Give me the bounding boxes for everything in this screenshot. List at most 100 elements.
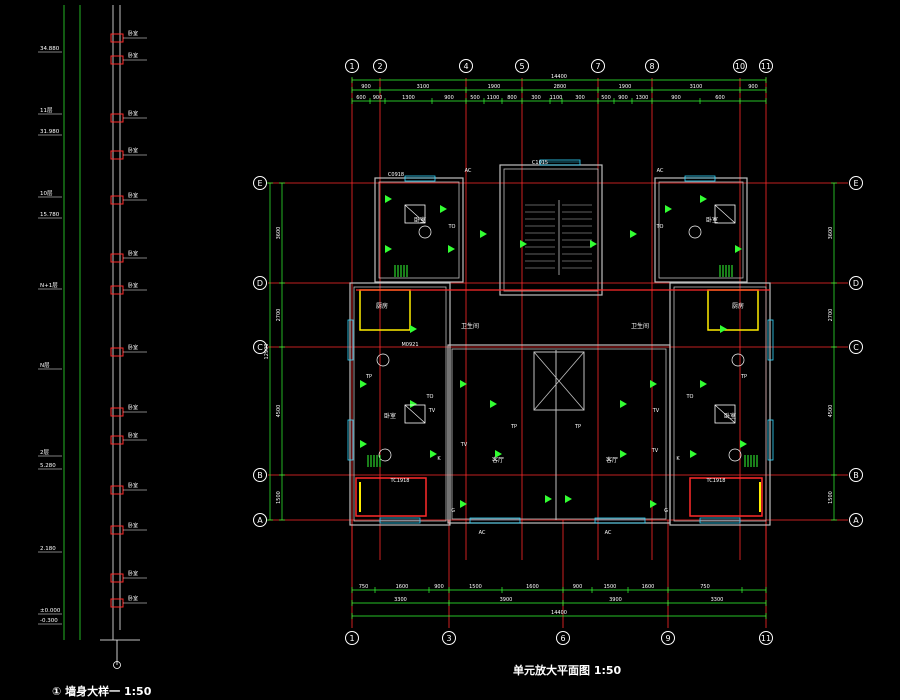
mark-g: G	[451, 508, 455, 514]
dim-bottom-row1-text: 1500	[604, 584, 617, 590]
socket-icon	[360, 440, 367, 448]
axis-bubble-bottom-3-circle	[442, 631, 456, 645]
socket-icon	[440, 205, 447, 213]
dim-left-row-text: 3600	[276, 227, 282, 240]
detail-room-label: 卧室	[128, 52, 138, 59]
mark-to: TO	[656, 224, 664, 230]
socket-icon	[630, 230, 637, 238]
dim-top-row2-text: 2800	[554, 84, 567, 90]
detail-room-label: 卧室	[128, 595, 138, 602]
socket-icon	[650, 500, 657, 508]
mark-m0921: M0921	[401, 342, 418, 348]
dim-top-row3-text: 900	[444, 95, 454, 101]
axis-bubble-right-A: A	[853, 516, 859, 525]
detail-room-label: 卧室	[128, 482, 138, 489]
axis-bubble-right-A-circle	[849, 513, 863, 527]
axis-bubble-right-E: E	[853, 179, 858, 188]
mark-tv: TV	[460, 442, 468, 448]
socket-icon	[410, 400, 417, 408]
socket-icon	[740, 440, 747, 448]
detail-room-label: 卧室	[128, 250, 138, 257]
dim-top-row3-text: 900	[618, 95, 628, 101]
socket-icon	[720, 325, 727, 333]
balcony-frame-left	[355, 477, 427, 517]
detail-name: 墙身大样一 1:50	[65, 685, 152, 698]
dim-bottom-row1-text: 1600	[396, 584, 409, 590]
socket-icon	[520, 240, 527, 248]
detail-level-text: 11层	[40, 107, 53, 114]
axis-bubble-bottom-9: 9	[665, 634, 670, 643]
dim-top-row2-text: 900	[361, 84, 371, 90]
dim-right-row-text: 3600	[828, 227, 834, 240]
window-v	[347, 419, 354, 461]
window-v	[767, 319, 774, 361]
dim-top-row2-text: 3100	[690, 84, 703, 90]
axis-bubble-top-1: 1	[349, 62, 354, 71]
detail-level-text: 2.180	[40, 546, 56, 552]
axis-bubble-top-2: 2	[377, 62, 382, 71]
dim-right-row-text: 2700	[828, 309, 834, 322]
bed-diag	[404, 204, 426, 224]
mark-tc1918: TC1918	[706, 478, 726, 484]
axis-bubble-top-5: 5	[519, 62, 524, 71]
dim-top-row3-text: 300	[575, 95, 585, 101]
wall-living-zone-inner	[451, 348, 667, 520]
socket-icon	[620, 450, 627, 458]
detail-level-text: 34.880	[40, 46, 60, 52]
axis-bubble-top-7-circle	[591, 59, 605, 73]
socket-icon	[490, 400, 497, 408]
room-label-kit_l: 厨房	[376, 302, 388, 310]
dim-left-row-text: 1500	[276, 491, 282, 504]
socket-icon	[460, 380, 467, 388]
socket-icon	[545, 495, 552, 503]
socket-icon	[360, 380, 367, 388]
detail-level-text: 31.980	[40, 129, 60, 135]
wall-stair-core-inner	[503, 168, 599, 292]
socket-icon	[385, 245, 392, 253]
elevator-shaft	[533, 351, 585, 411]
axis-bubble-bottom-9-circle	[661, 631, 675, 645]
axis-bubble-bottom-6: 6	[560, 634, 565, 643]
mark-tv: TV	[652, 408, 660, 414]
mark-ac: AC	[605, 530, 612, 536]
mark-k: K	[437, 456, 441, 462]
axis-bubble-top-4-circle	[459, 59, 473, 73]
detail-number: ①	[52, 685, 62, 698]
detail-room-label: 卧室	[128, 147, 138, 154]
axis-bubble-bottom-11: 11	[761, 634, 771, 643]
dim-right-row-text: 4500	[828, 405, 834, 418]
dim-right-row-text: 1500	[828, 491, 834, 504]
socket-icon	[690, 450, 697, 458]
lamp-icon	[378, 448, 392, 462]
axis-bubble-top-8: 8	[649, 62, 654, 71]
axis-bubble-left-E: E	[257, 179, 262, 188]
axis-bubble-bottom-1-circle	[345, 631, 359, 645]
bath-frame-left	[359, 289, 411, 331]
axis-bubble-left-B-circle	[253, 468, 267, 482]
lamp-icon	[731, 353, 745, 367]
detail-level-text: 2层	[40, 449, 49, 456]
mark-ac: AC	[479, 530, 486, 536]
dim-left-row-text: 2700	[276, 309, 282, 322]
window	[594, 517, 646, 524]
room-label-bath_r: 卫生间	[631, 322, 649, 330]
dim-top-row3-text: 1100	[550, 95, 563, 101]
axis-bubble-left-B: B	[257, 471, 263, 480]
axis-bubble-right-E-circle	[849, 176, 863, 190]
mark-c0918: C0918	[388, 172, 404, 178]
socket-icon	[448, 245, 455, 253]
dim-top-row3-text: 900	[671, 95, 681, 101]
dim-bottom-row1-text: 1600	[642, 584, 655, 590]
bath-frame-right	[707, 289, 759, 331]
detail-axis-circle	[113, 661, 121, 669]
wall-left-block	[349, 282, 451, 526]
socket-icon	[620, 400, 627, 408]
wall-left-block-inner	[353, 286, 447, 522]
mark-tp: TP	[740, 374, 747, 380]
axis-bubble-right-B: B	[853, 471, 859, 480]
dim-top-row3-text: 1100	[487, 95, 500, 101]
socket-icon	[700, 380, 707, 388]
window	[684, 175, 716, 182]
